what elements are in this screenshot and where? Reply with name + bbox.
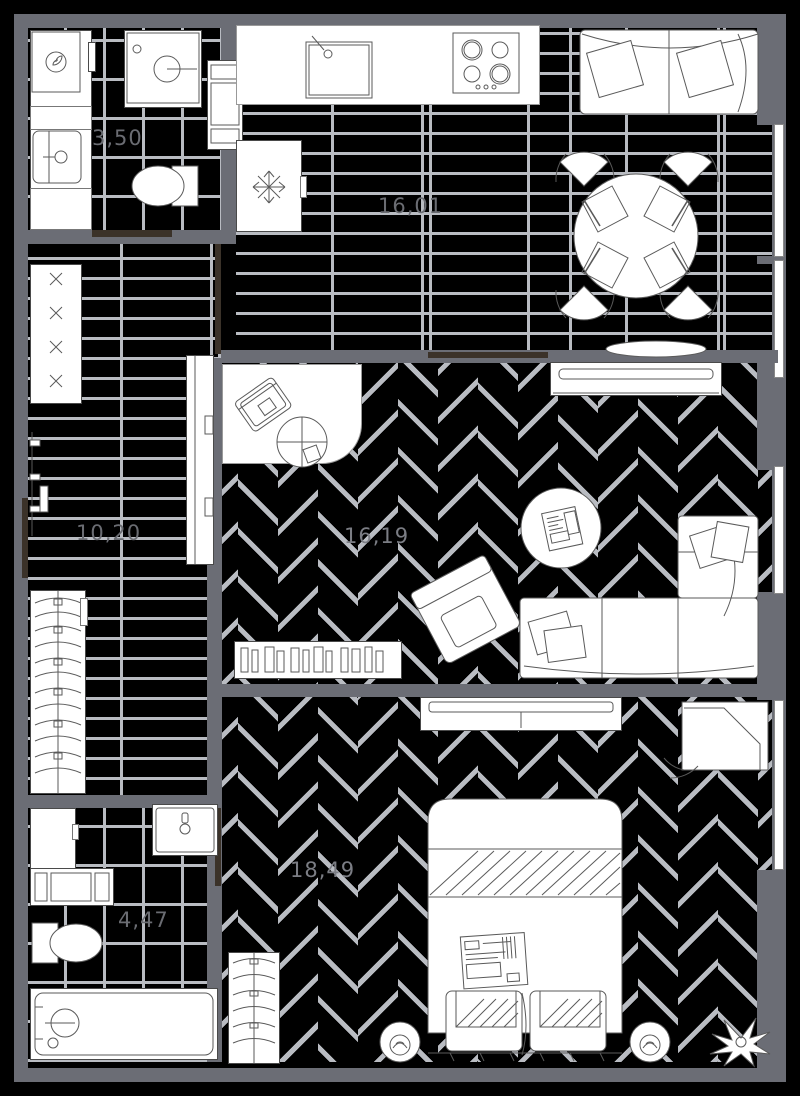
sofa-two-seat [578,28,760,116]
nightstand-lamp-right [628,1020,672,1064]
stool-round [275,415,329,469]
window-right-upper-2 [774,260,784,378]
wardrobe-hall-handle [80,598,88,626]
dining-table-round [548,148,724,324]
wardrobe-hall [30,590,86,794]
wall-bath-bottom [25,230,236,244]
door-hall-vertical[interactable] [215,244,221,354]
refrigerator [236,140,302,232]
wall-right-inner-top [757,25,773,125]
wall-exterior-top [14,14,786,28]
armchair [410,555,522,665]
toilet-guest [128,160,200,212]
hall-console [29,430,190,538]
wall-exterior-left [14,14,28,1082]
console-desk-laptop [232,372,296,436]
door-living-threshold[interactable] [428,352,548,358]
tv-console [550,362,722,396]
window-right-lower-2 [774,700,784,870]
bedroom-dresser [420,697,622,731]
wall-hall-bedroom [207,570,222,800]
toilet-main [30,918,106,968]
wall-living-bedroom [221,684,778,697]
washing-machine [30,30,92,110]
corner-sofa [518,515,760,686]
nightstand-lamp-left [378,1020,422,1064]
window-right-upper [774,124,784,257]
coffee-table-round [519,486,603,570]
cooktop [452,32,520,94]
shower-tray-guest [124,30,202,108]
wall-right-inner-mid [757,256,773,264]
vanity-counter-guest [30,106,92,130]
washing-machine-side-panel [88,42,96,72]
wall-right-inner-living [757,360,773,470]
oval-rug-dining [604,340,708,358]
door-bathroom-main[interactable] [215,808,221,886]
vanity-counter-guest-lower [30,188,92,230]
wardrobe-bedroom [228,952,280,1064]
plant-pot [709,1010,772,1068]
refrigerator-handle [300,176,307,198]
wall-right-inner-bedroom [757,870,773,1070]
door-hall-entry-left[interactable] [22,498,28,578]
kitchen-sink [302,32,378,99]
hall-cabinet-upper [30,264,82,404]
sink-vanity-guest [30,128,92,190]
bookshelf [234,641,402,679]
bath-cabinet-handle [72,824,79,840]
sink-vanity-main [152,804,218,856]
bath-tall-cabinet [30,808,76,878]
hall-closet-door [186,355,214,565]
wall-exterior-bottom [14,1068,786,1082]
door-swing-living-right[interactable] [660,700,770,786]
bath-mirror-cabinet [30,868,114,906]
door-bathroom-guest[interactable] [92,230,172,237]
window-right-lower [774,466,784,594]
wall-right-inner-sofa [757,592,773,700]
double-bed [420,795,630,1063]
bathtub [30,988,218,1060]
